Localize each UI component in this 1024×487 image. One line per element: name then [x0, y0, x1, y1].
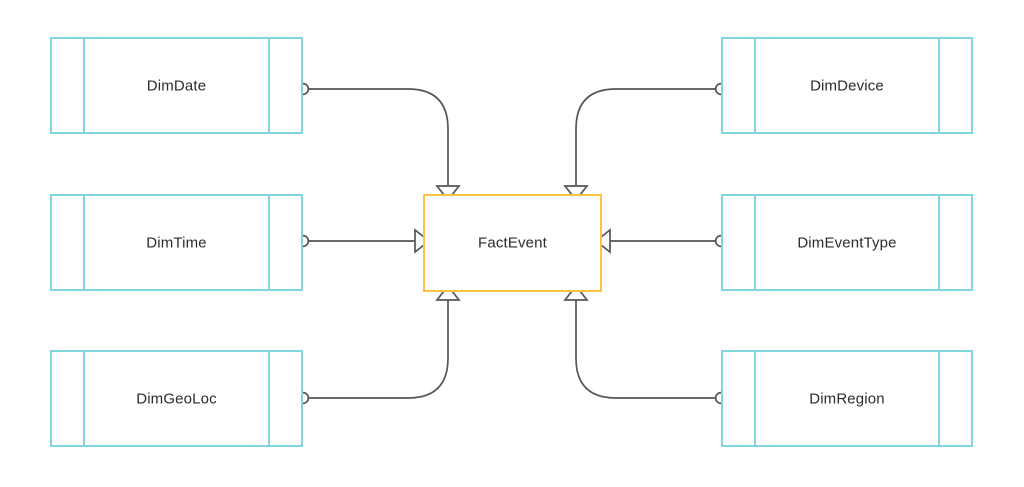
- arrowhead-dimdate: [435, 185, 461, 202]
- entity-right-compartment-divider: [938, 352, 940, 445]
- entity-right-compartment-divider: [268, 39, 270, 132]
- entity-dimeventtype[interactable]: DimEventType: [721, 194, 973, 291]
- entity-right-compartment-divider: [938, 196, 940, 289]
- arrowhead-dimtime: [414, 228, 431, 254]
- entity-label-dimeventtype: DimEventType: [797, 234, 897, 251]
- entity-label-factevent: FactEvent: [478, 234, 547, 252]
- connector-line-dimregion: [575, 300, 715, 399]
- arrowhead-dimdevice: [563, 185, 589, 202]
- entity-dimtime[interactable]: DimTime: [50, 194, 303, 291]
- connector-line-dimdevice: [575, 88, 715, 186]
- entity-label-dimdate: DimDate: [146, 77, 207, 94]
- arrowhead-dimregion: [563, 284, 589, 301]
- entity-left-compartment-divider: [83, 352, 85, 445]
- entity-factevent[interactable]: FactEvent: [423, 194, 602, 292]
- entity-dimregion[interactable]: DimRegion: [721, 350, 973, 447]
- entity-label-dimtime: DimTime: [146, 234, 207, 251]
- entity-right-compartment-divider: [938, 39, 940, 132]
- entity-right-compartment-divider: [268, 196, 270, 289]
- entity-left-compartment-divider: [754, 352, 756, 445]
- entity-left-compartment-divider: [754, 39, 756, 132]
- connector-line-dimdate: [309, 88, 449, 186]
- entity-dimdevice[interactable]: DimDevice: [721, 37, 973, 134]
- entity-label-dimgeoloc: DimGeoLoc: [136, 390, 217, 407]
- entity-dimdate[interactable]: DimDate: [50, 37, 303, 134]
- arrowhead-dimeventtype: [594, 228, 611, 254]
- connector-line-dimgeoloc: [309, 300, 449, 399]
- entity-left-compartment-divider: [83, 196, 85, 289]
- entity-label-dimdevice: DimDevice: [810, 77, 884, 94]
- entity-label-dimregion: DimRegion: [809, 390, 885, 407]
- arrowhead-dimgeoloc: [435, 284, 461, 301]
- entity-dimgeoloc[interactable]: DimGeoLoc: [50, 350, 303, 447]
- entity-left-compartment-divider: [83, 39, 85, 132]
- entity-right-compartment-divider: [268, 352, 270, 445]
- entity-left-compartment-divider: [754, 196, 756, 289]
